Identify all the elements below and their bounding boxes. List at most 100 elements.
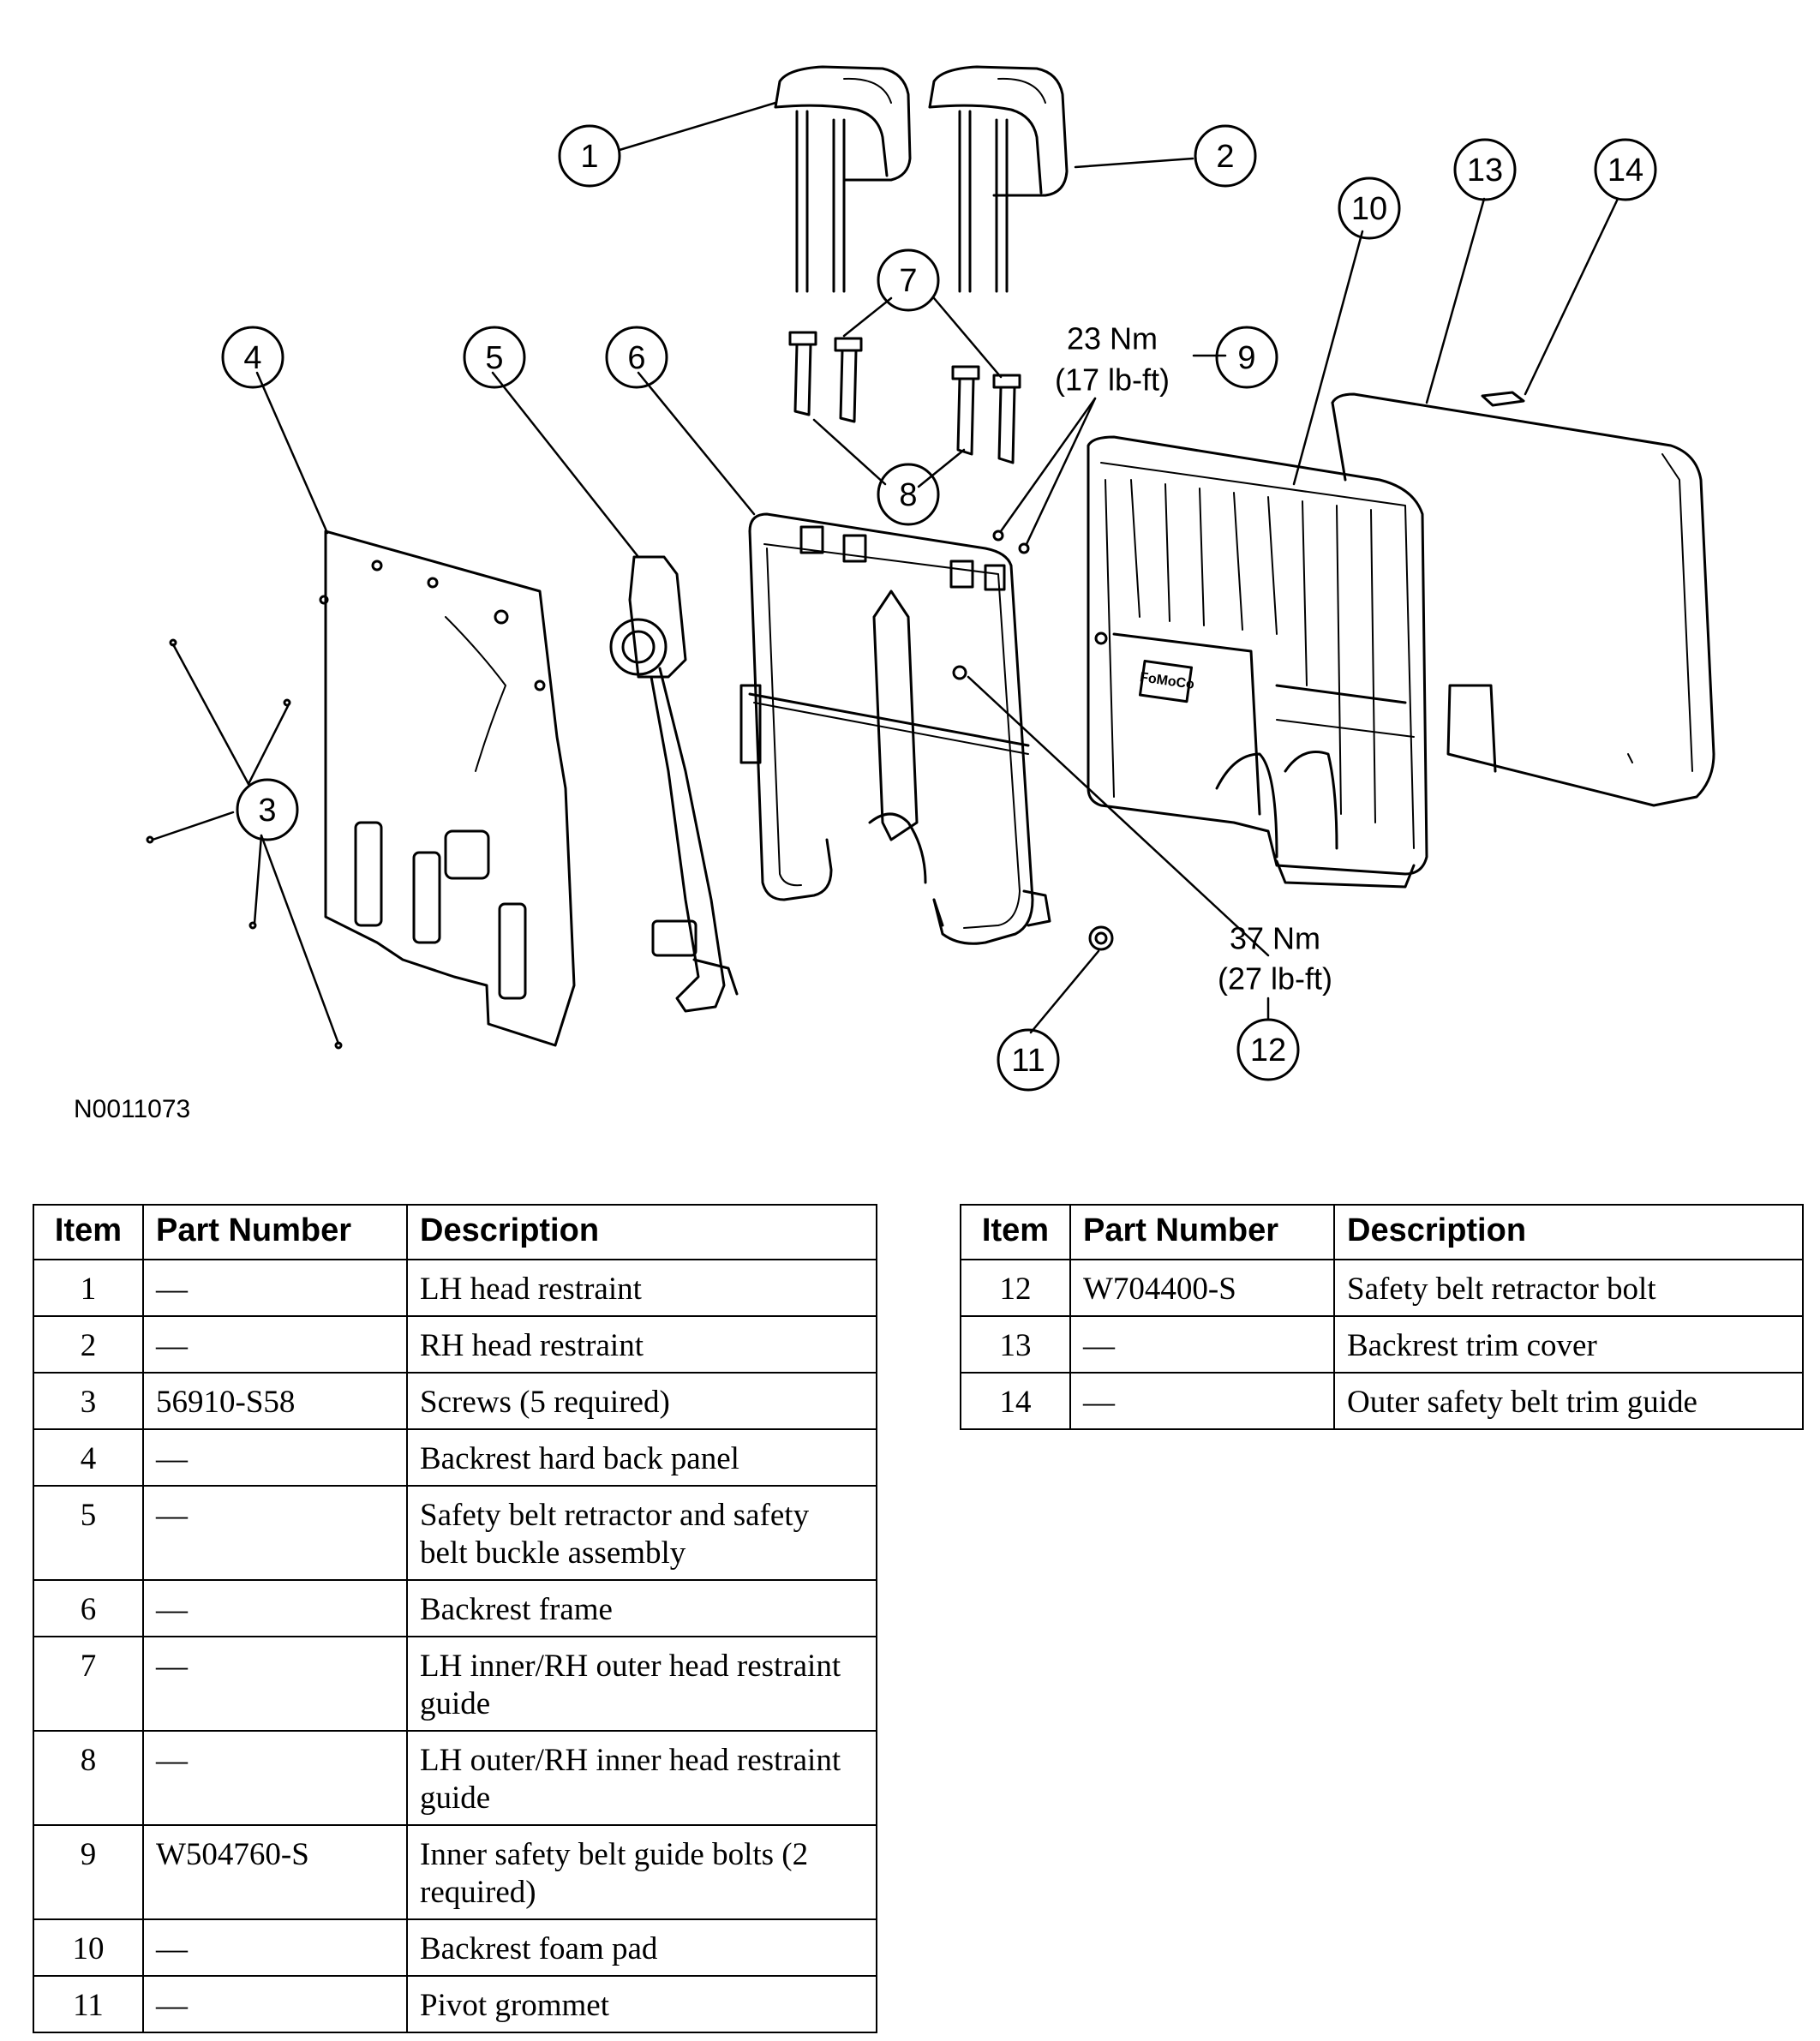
callout-3: 3	[258, 793, 276, 829]
safety-belt-retractor	[609, 555, 739, 1013]
cell-item: 8	[33, 1730, 144, 1826]
callout-9: 9	[1237, 340, 1255, 376]
cell-part-number: —	[142, 1485, 408, 1581]
cell-part-number: —	[142, 1918, 408, 1977]
table-header-row: Item Part Number Description	[33, 1204, 877, 1260]
torque-12-nm: 37 Nm	[1230, 921, 1320, 956]
leader-lines	[151, 101, 1619, 1045]
cell-item: 11	[33, 1975, 144, 2033]
header-item: Item	[960, 1204, 1071, 1260]
cell-description: Safety belt retractor and safety belt bu…	[406, 1485, 877, 1581]
callout-5: 5	[485, 340, 503, 376]
torque-9-lbft: (17 lb-ft)	[1055, 362, 1170, 398]
parts-table-left: Item Part Number Description 1—LH head r…	[33, 1204, 877, 2033]
cell-item: 10	[33, 1918, 144, 1977]
cell-item: 6	[33, 1579, 144, 1637]
screws	[146, 638, 343, 1050]
cell-item: 5	[33, 1485, 144, 1581]
callout-12: 12	[1250, 1032, 1286, 1068]
pivot-grommet	[1088, 925, 1114, 951]
callout-11: 11	[1011, 1043, 1045, 1079]
cell-item: 9	[33, 1824, 144, 1920]
table-row: 2—RH head restraint	[33, 1315, 877, 1374]
cell-part-number: —	[142, 1730, 408, 1826]
table-header-row: Item Part Number Description	[960, 1204, 1804, 1260]
cell-description: Screws (5 required)	[406, 1372, 877, 1430]
cell-item: 13	[960, 1315, 1071, 1374]
callout-13: 13	[1467, 153, 1503, 189]
table-row: 14—Outer safety belt trim guide	[960, 1372, 1804, 1430]
header-part-number: Part Number	[1069, 1204, 1335, 1260]
cell-description: Backrest foam pad	[406, 1918, 877, 1977]
cell-part-number: —	[142, 1579, 408, 1637]
backrest-frame	[739, 512, 1051, 945]
cell-description: LH head restraint	[406, 1259, 877, 1317]
header-part-number: Part Number	[142, 1204, 408, 1260]
callout-6: 6	[627, 340, 645, 376]
cell-part-number: —	[142, 1315, 408, 1374]
lh-head-restraint	[774, 65, 912, 293]
fomoco-label: FoMoCo	[1139, 670, 1195, 692]
backrest-foam-pad	[1087, 435, 1428, 889]
backrest-trim-cover	[1331, 392, 1715, 807]
table-row: 7—LH inner/RH outer head restraint guide	[33, 1636, 877, 1732]
cell-description: Pivot grommet	[406, 1975, 877, 2033]
callout-4: 4	[243, 340, 261, 376]
cell-description: Outer safety belt trim guide	[1333, 1372, 1804, 1430]
cell-item: 3	[33, 1372, 144, 1430]
outer-safety-belt-trim-guide	[1481, 391, 1525, 407]
cell-part-number: —	[142, 1259, 408, 1317]
cell-part-number: W704400-S	[1069, 1259, 1335, 1317]
table-row: 4—Backrest hard back panel	[33, 1428, 877, 1487]
cell-part-number: W504760-S	[142, 1824, 408, 1920]
cell-part-number: —	[1069, 1315, 1335, 1374]
torque-9-nm: 23 Nm	[1067, 321, 1158, 356]
table-row: 11—Pivot grommet	[33, 1975, 877, 2033]
cell-description: RH head restraint	[406, 1315, 877, 1374]
callout-14: 14	[1607, 153, 1643, 189]
torque-12-lbft: (27 lb-ft)	[1218, 961, 1332, 997]
cell-part-number: —	[142, 1975, 408, 2033]
table-row: 5—Safety belt retractor and safety belt …	[33, 1485, 877, 1581]
callout-8: 8	[899, 477, 917, 513]
rh-head-restraint	[928, 65, 1069, 293]
callout-2: 2	[1216, 139, 1234, 175]
cell-description: Safety belt retractor bolt	[1333, 1259, 1804, 1317]
head-restraint-guides	[788, 331, 1021, 464]
table-row: 1—LH head restraint	[33, 1259, 877, 1317]
cell-description: LH outer/RH inner head restraint guide	[406, 1730, 877, 1826]
cell-description: LH inner/RH outer head restraint guide	[406, 1636, 877, 1732]
table-row: 6—Backrest frame	[33, 1579, 877, 1637]
header-description: Description	[406, 1204, 877, 1260]
cell-part-number: —	[142, 1636, 408, 1732]
inner-safety-belt-guide-bolts	[992, 530, 1030, 554]
table-row: 8—LH outer/RH inner head restraint guide	[33, 1730, 877, 1826]
header-description: Description	[1333, 1204, 1804, 1260]
cell-description: Backrest frame	[406, 1579, 877, 1637]
exploded-view-diagram: 1 2 3 4 5 6 7 8 9 10 11 12 13 14 23 Nm (…	[146, 65, 1715, 1092]
cell-description: Inner safety belt guide bolts (2 require…	[406, 1824, 877, 1920]
callout-7: 7	[899, 263, 917, 299]
cell-item: 4	[33, 1428, 144, 1487]
cell-item: 1	[33, 1259, 144, 1317]
cell-item: 14	[960, 1372, 1071, 1430]
callout-circles	[221, 124, 1657, 1092]
table-row: 13—Backrest trim cover	[960, 1315, 1804, 1374]
table-row: 10—Backrest foam pad	[33, 1918, 877, 1977]
cell-description: Backrest hard back panel	[406, 1428, 877, 1487]
cell-description: Backrest trim cover	[1333, 1315, 1804, 1374]
figure-id: N0011073	[74, 1095, 191, 1123]
header-item: Item	[33, 1204, 144, 1260]
cell-item: 7	[33, 1636, 144, 1732]
callout-10: 10	[1351, 191, 1387, 227]
cell-part-number: —	[142, 1428, 408, 1487]
callout-1: 1	[580, 139, 598, 175]
cell-part-number: 56910-S58	[142, 1372, 408, 1430]
cell-item: 2	[33, 1315, 144, 1374]
cell-item: 12	[960, 1259, 1071, 1317]
cell-part-number: —	[1069, 1372, 1335, 1430]
